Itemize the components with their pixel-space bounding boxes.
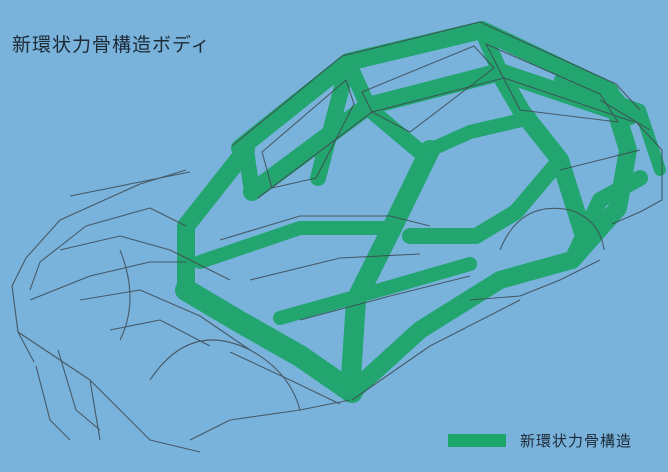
legend-swatch: [448, 434, 506, 447]
ring-frame-structure: [175, 21, 666, 403]
diagram-title: 新環状力骨構造ボディ: [12, 34, 211, 56]
body-outline: [11, 21, 663, 453]
legend: 新環状力骨構造: [448, 430, 632, 451]
legend-label: 新環状力骨構造: [520, 432, 633, 450]
